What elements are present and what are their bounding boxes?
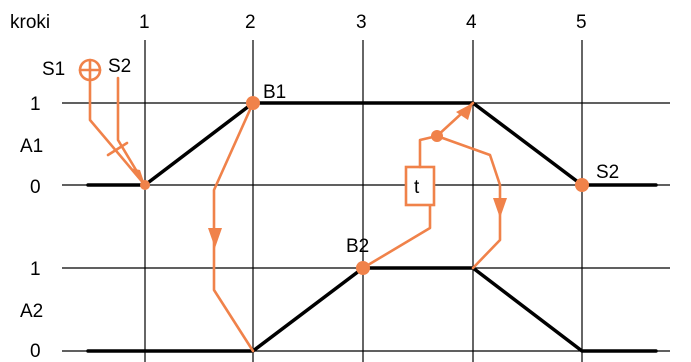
signal-s1-to-step1 xyxy=(88,58,147,187)
a2-name: A2 xyxy=(20,301,43,322)
motion-line-a2 xyxy=(86,266,658,353)
steps-label: kroki xyxy=(10,12,50,33)
signal-point-s2-end xyxy=(575,178,589,192)
a1-name: A1 xyxy=(20,136,43,157)
signal-point-b2 xyxy=(356,261,370,275)
label-s1: S1 xyxy=(42,59,65,80)
signal-b1-to-a2 xyxy=(212,101,255,353)
step-label-1: 1 xyxy=(139,12,150,33)
arrow-down-b1 xyxy=(208,228,222,248)
label-s2-end: S2 xyxy=(596,162,619,183)
a1-level-low: 0 xyxy=(30,177,41,198)
arrow-head-a1-return xyxy=(456,103,473,120)
signal-point-step1 xyxy=(140,180,150,190)
signal-point-b1 xyxy=(246,96,260,110)
label-b2: B2 xyxy=(346,236,369,257)
signal-b2-to-timer xyxy=(361,203,432,270)
a1-level-high: 1 xyxy=(30,94,41,115)
arrow-head-step1 xyxy=(130,168,145,185)
and-gate-tick xyxy=(106,141,129,157)
timer-label: t xyxy=(414,177,420,198)
label-b1: B1 xyxy=(263,82,286,103)
a2-level-low: 0 xyxy=(30,341,41,362)
step-label-2: 2 xyxy=(245,12,256,33)
motion-line-a1 xyxy=(86,101,658,187)
a2-level-high: 1 xyxy=(30,259,41,280)
signal-timer-to-a1 xyxy=(418,101,475,169)
timer-box xyxy=(404,165,436,207)
label-s2: S2 xyxy=(108,56,131,77)
step-label-5: 5 xyxy=(576,12,587,33)
step-label-3: 3 xyxy=(356,12,367,33)
arrow-down-step4 xyxy=(493,198,507,218)
step-label-4: 4 xyxy=(466,12,477,33)
signal-point-junction xyxy=(431,130,443,142)
signal-step4-to-a2 xyxy=(435,134,502,270)
